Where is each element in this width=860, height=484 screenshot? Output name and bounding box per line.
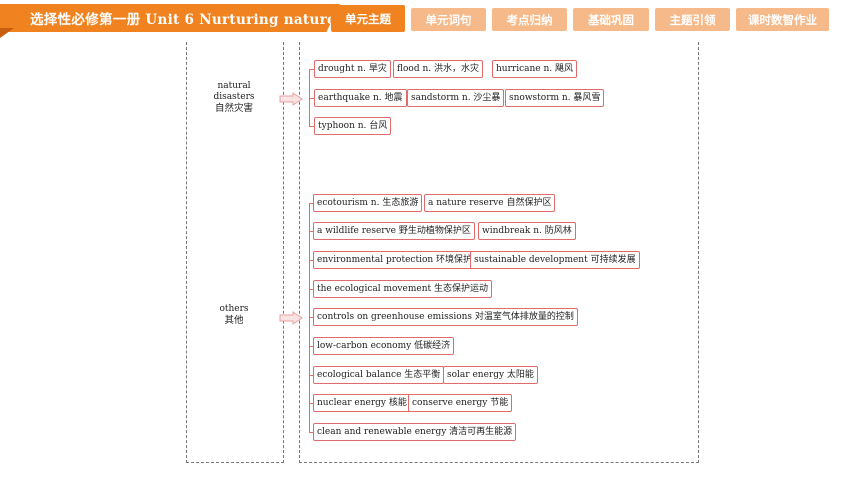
vocab-item: earthquake n. 地震 (314, 89, 407, 107)
bracket-tick (309, 317, 314, 318)
vocab-item: the ecological movement 生态保护运动 (313, 280, 492, 298)
vocab-item: conserve energy 节能 (408, 394, 513, 412)
arrow-right-icon (279, 311, 303, 325)
vocab-item: snowstorm n. 暴风雪 (505, 89, 605, 107)
category-zh-label: 其他 (224, 315, 244, 326)
tab-key-points[interactable]: 考点归纳 (492, 8, 567, 31)
vocab-item: sandstorm n. 沙尘暴 (407, 89, 505, 107)
vocab-item: low-carbon economy 低碳经济 (313, 337, 455, 355)
bracket-tick (309, 98, 314, 99)
vocab-item: a nature reserve 自然保护区 (424, 194, 556, 212)
category-en-label: natural disasters (213, 81, 255, 102)
vocab-item: sustainable development 可持续发展 (470, 251, 640, 269)
bracket-tick (309, 403, 314, 404)
vocab-item: hurricane n. 飓风 (492, 60, 577, 78)
unit-title-banner: 选择性必修第一册 Unit 6 Nurturing nature (0, 4, 340, 32)
vocab-item: ecological balance 生态平衡 (313, 366, 445, 384)
arrow-right-icon (279, 92, 303, 106)
category-natural-disasters: natural disasters 自然灾害 (186, 81, 282, 114)
category-zh-label: 自然灾害 (214, 103, 253, 114)
bracket-tick (309, 126, 314, 127)
bracket-tick (309, 260, 314, 261)
category-others: others 其他 (186, 304, 282, 326)
unit-title: 选择性必修第一册 Unit 6 Nurturing nature (30, 12, 336, 28)
bracket-tick (309, 289, 314, 290)
vocab-item: solar energy 太阳能 (443, 366, 538, 384)
tab-basic-practice[interactable]: 基础巩固 (573, 8, 649, 31)
vocab-item: windbreak n. 防风林 (478, 222, 576, 240)
tab-homework[interactable]: 课时数智作业 (736, 8, 829, 31)
bracket-tick (309, 69, 314, 70)
tab-theme-guide[interactable]: 主题引领 (655, 8, 730, 31)
header-bar: 选择性必修第一册 Unit 6 Nurturing nature 单元主题 单元… (0, 0, 860, 40)
tab-unit-theme[interactable]: 单元主题 (331, 5, 405, 32)
vocab-item: nuclear energy 核能 (313, 394, 411, 412)
bracket-tick (309, 432, 314, 433)
category-column (186, 42, 284, 463)
vocab-item: controls on greenhouse emissions 对温室气体排放… (313, 308, 578, 326)
vocab-item: drought n. 旱灾 (314, 60, 391, 78)
vocab-item: typhoon n. 台风 (314, 117, 392, 135)
vocabulary-column (299, 42, 699, 463)
natural-bracket-line (309, 69, 310, 126)
bracket-tick (309, 375, 314, 376)
title-accent-shape (0, 28, 14, 38)
vocab-item: flood n. 洪水，水灾 (393, 60, 483, 78)
category-en-label: others (219, 304, 249, 314)
bracket-tick (309, 346, 314, 347)
tab-unit-vocabulary[interactable]: 单元词句 (411, 8, 486, 31)
vocab-item: clean and renewable energy 清洁可再生能源 (313, 423, 517, 441)
vocab-item: ecotourism n. 生态旅游 (313, 194, 423, 212)
vocab-item: a wildlife reserve 野生动植物保护区 (313, 222, 475, 240)
bracket-tick (309, 203, 314, 204)
vocab-item: environmental protection 环境保护 (313, 251, 477, 269)
bracket-tick (309, 231, 314, 232)
